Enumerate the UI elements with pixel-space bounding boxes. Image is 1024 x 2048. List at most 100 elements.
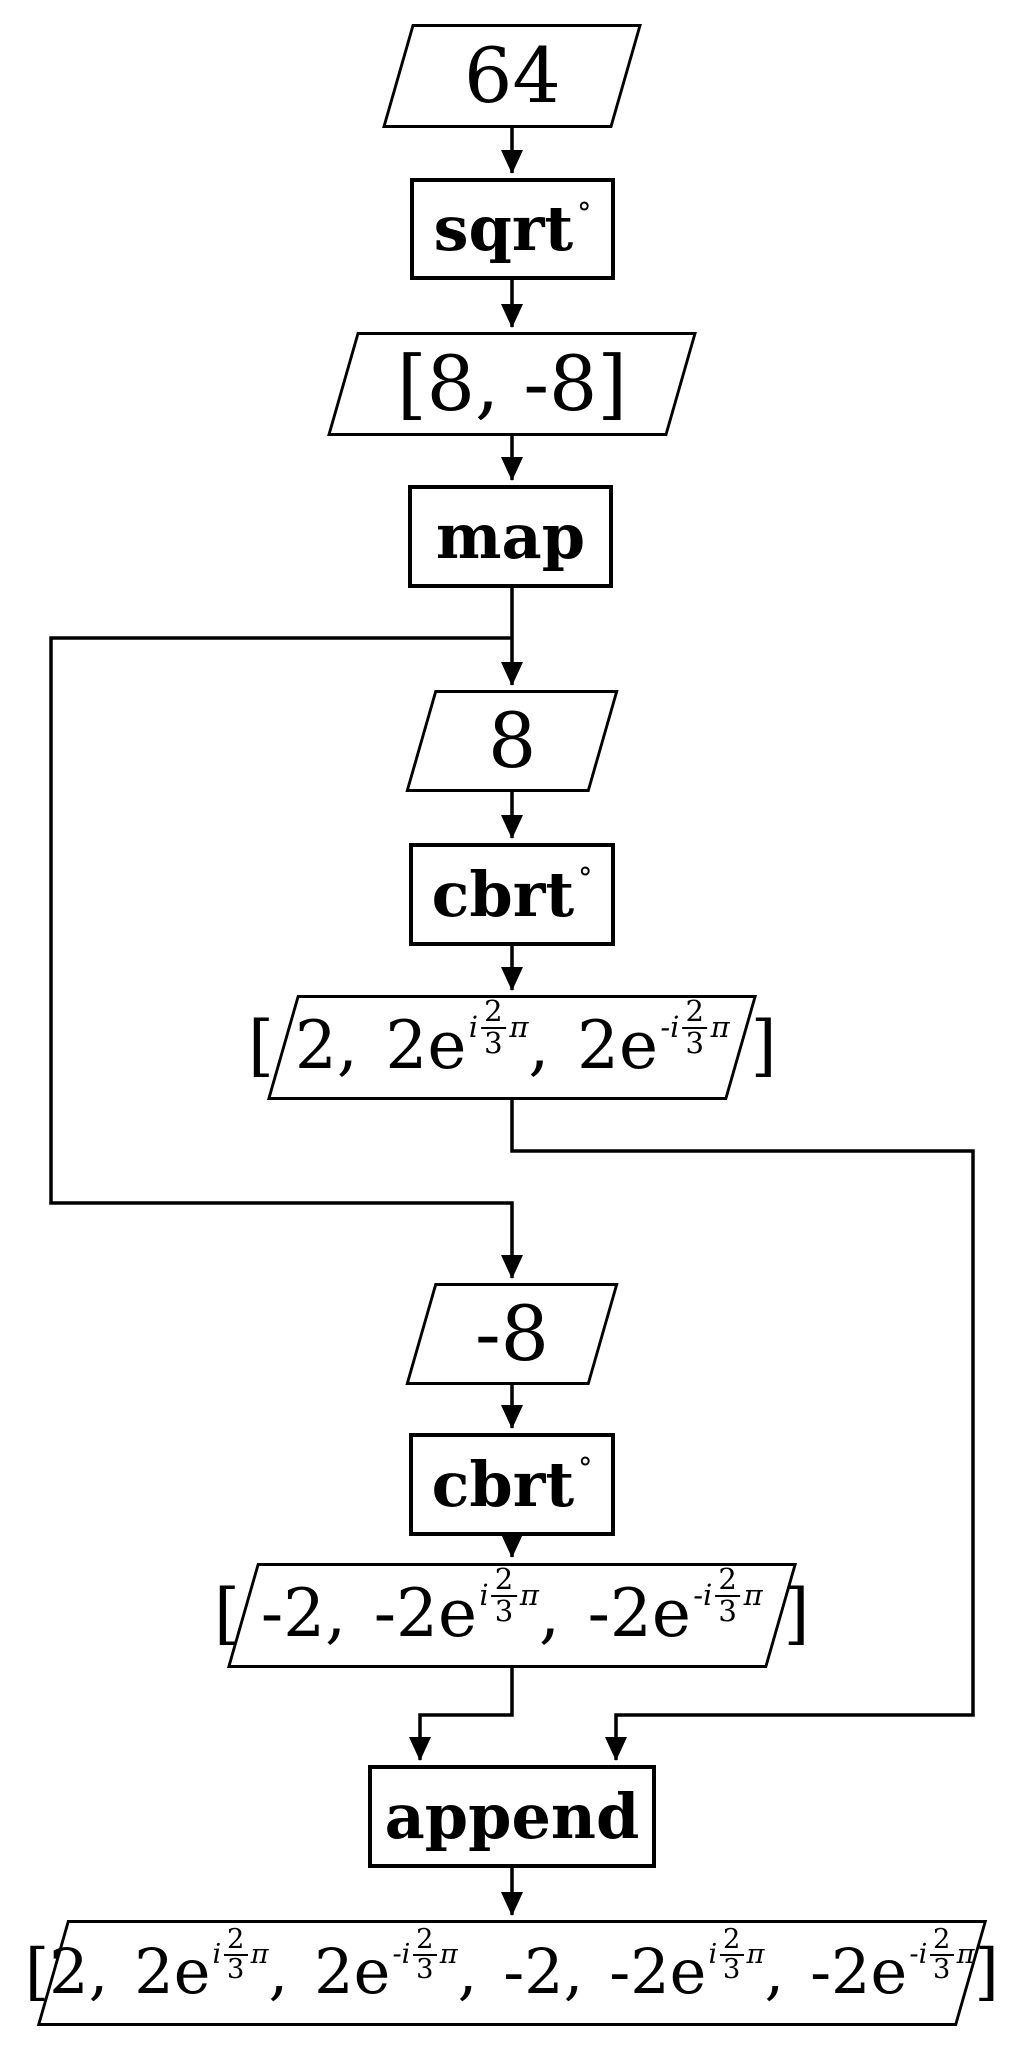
io-input-64-label: 64 [463,31,561,120]
term-base: -2e [587,1575,692,1653]
edge-cbrtout-to-append [510,1100,975,1761]
exponent-prefix: i [212,1939,222,1971]
degree-ring-icon: ° [578,1452,593,1486]
close-bracket: ] [762,1575,810,1653]
exponent-suffix: π [439,1939,458,1971]
io-value-8: 8 [405,690,619,792]
io-sqrt-output: [8, -8] [327,332,697,436]
math-term: -2 [503,1935,563,2008]
edge-cbrt2out-to-append [409,1668,514,1761]
fraction-denominator: 3 [416,1954,434,1986]
process-map-label: map [435,499,586,573]
term-base: 2e [314,1934,391,2008]
open-bracket: [ [247,1007,295,1085]
process-cbrt-pos: cbrt° [409,843,615,946]
exponent-prefix: i [468,1010,478,1045]
fraction-numerator: 2 [480,994,506,1030]
separator: , [336,1007,379,1085]
close-bracket: ] [974,1934,999,2008]
io-value-neg8: -8 [405,1283,619,1385]
fraction-numerator: 2 [719,1924,744,1956]
exponent-prefix: i [708,1939,718,1971]
degree-ring-icon: ° [577,196,592,230]
exponent-prefix: -i [693,1578,713,1613]
fraction-denominator: 3 [933,1954,951,1986]
separator: , [457,1934,498,2008]
exponent-prefix: -i [909,1939,928,1971]
edge-map-to-minus8 [49,636,523,1279]
term-base: -2e [810,1934,908,2008]
separator: , [539,1575,582,1653]
exponent-prefix: -i [660,1010,680,1045]
fraction-numerator: 2 [412,1924,437,1956]
io-value-8-label: 8 [487,696,537,785]
exponent-suffix: π [956,1939,975,1971]
fraction-numerator: 2 [223,1924,248,1956]
process-cbrt-neg-label: cbrt° [431,1447,593,1521]
term-base: 2e [134,1934,211,2008]
fraction-denominator: 3 [483,1026,503,1061]
exponent-suffix: π [250,1939,269,1971]
exponent-suffix: π [710,1010,730,1045]
exponent-prefix: i [479,1578,489,1613]
io-value-neg8-label: -8 [474,1289,550,1378]
separator: , [325,1575,368,1653]
fraction-numerator: 2 [715,1562,741,1598]
exponent-suffix: π [743,1578,763,1613]
exponent-prefix: -i [392,1939,411,1971]
math-term: 2 [49,1935,88,2008]
separator: , [764,1934,805,2008]
separator: , [88,1934,129,2008]
fraction-denominator: 3 [723,1954,741,1986]
exponent-suffix: π [520,1578,540,1613]
process-cbrt-neg: cbrt° [409,1433,615,1536]
process-append: append [368,1765,656,1868]
process-map: map [408,485,613,588]
process-sqrt-label: sqrt° [433,192,592,265]
separator: , [268,1934,309,2008]
process-cbrt-pos-label: cbrt° [431,857,593,931]
fraction-denominator: 3 [685,1026,704,1061]
math-term: 2 [295,1007,337,1084]
term-base: -2e [609,1934,707,2008]
process-append-label: append [384,1779,640,1853]
term-base: -2 [503,1934,564,2008]
fraction-numerator: 2 [929,1924,954,1956]
exponent-suffix: π [509,1010,529,1045]
separator: , [563,1934,604,2008]
fraction-denominator: 3 [718,1594,738,1629]
exponent-suffix: π [746,1939,765,1971]
fraction-denominator: 3 [495,1594,514,1629]
math-term: -2 [261,1575,325,1652]
open-bracket: [ [214,1575,262,1653]
process-sqrt: sqrt° [410,178,615,280]
io-sqrt-output-label: [8, -8] [396,339,627,428]
fraction-denominator: 3 [227,1954,245,1986]
